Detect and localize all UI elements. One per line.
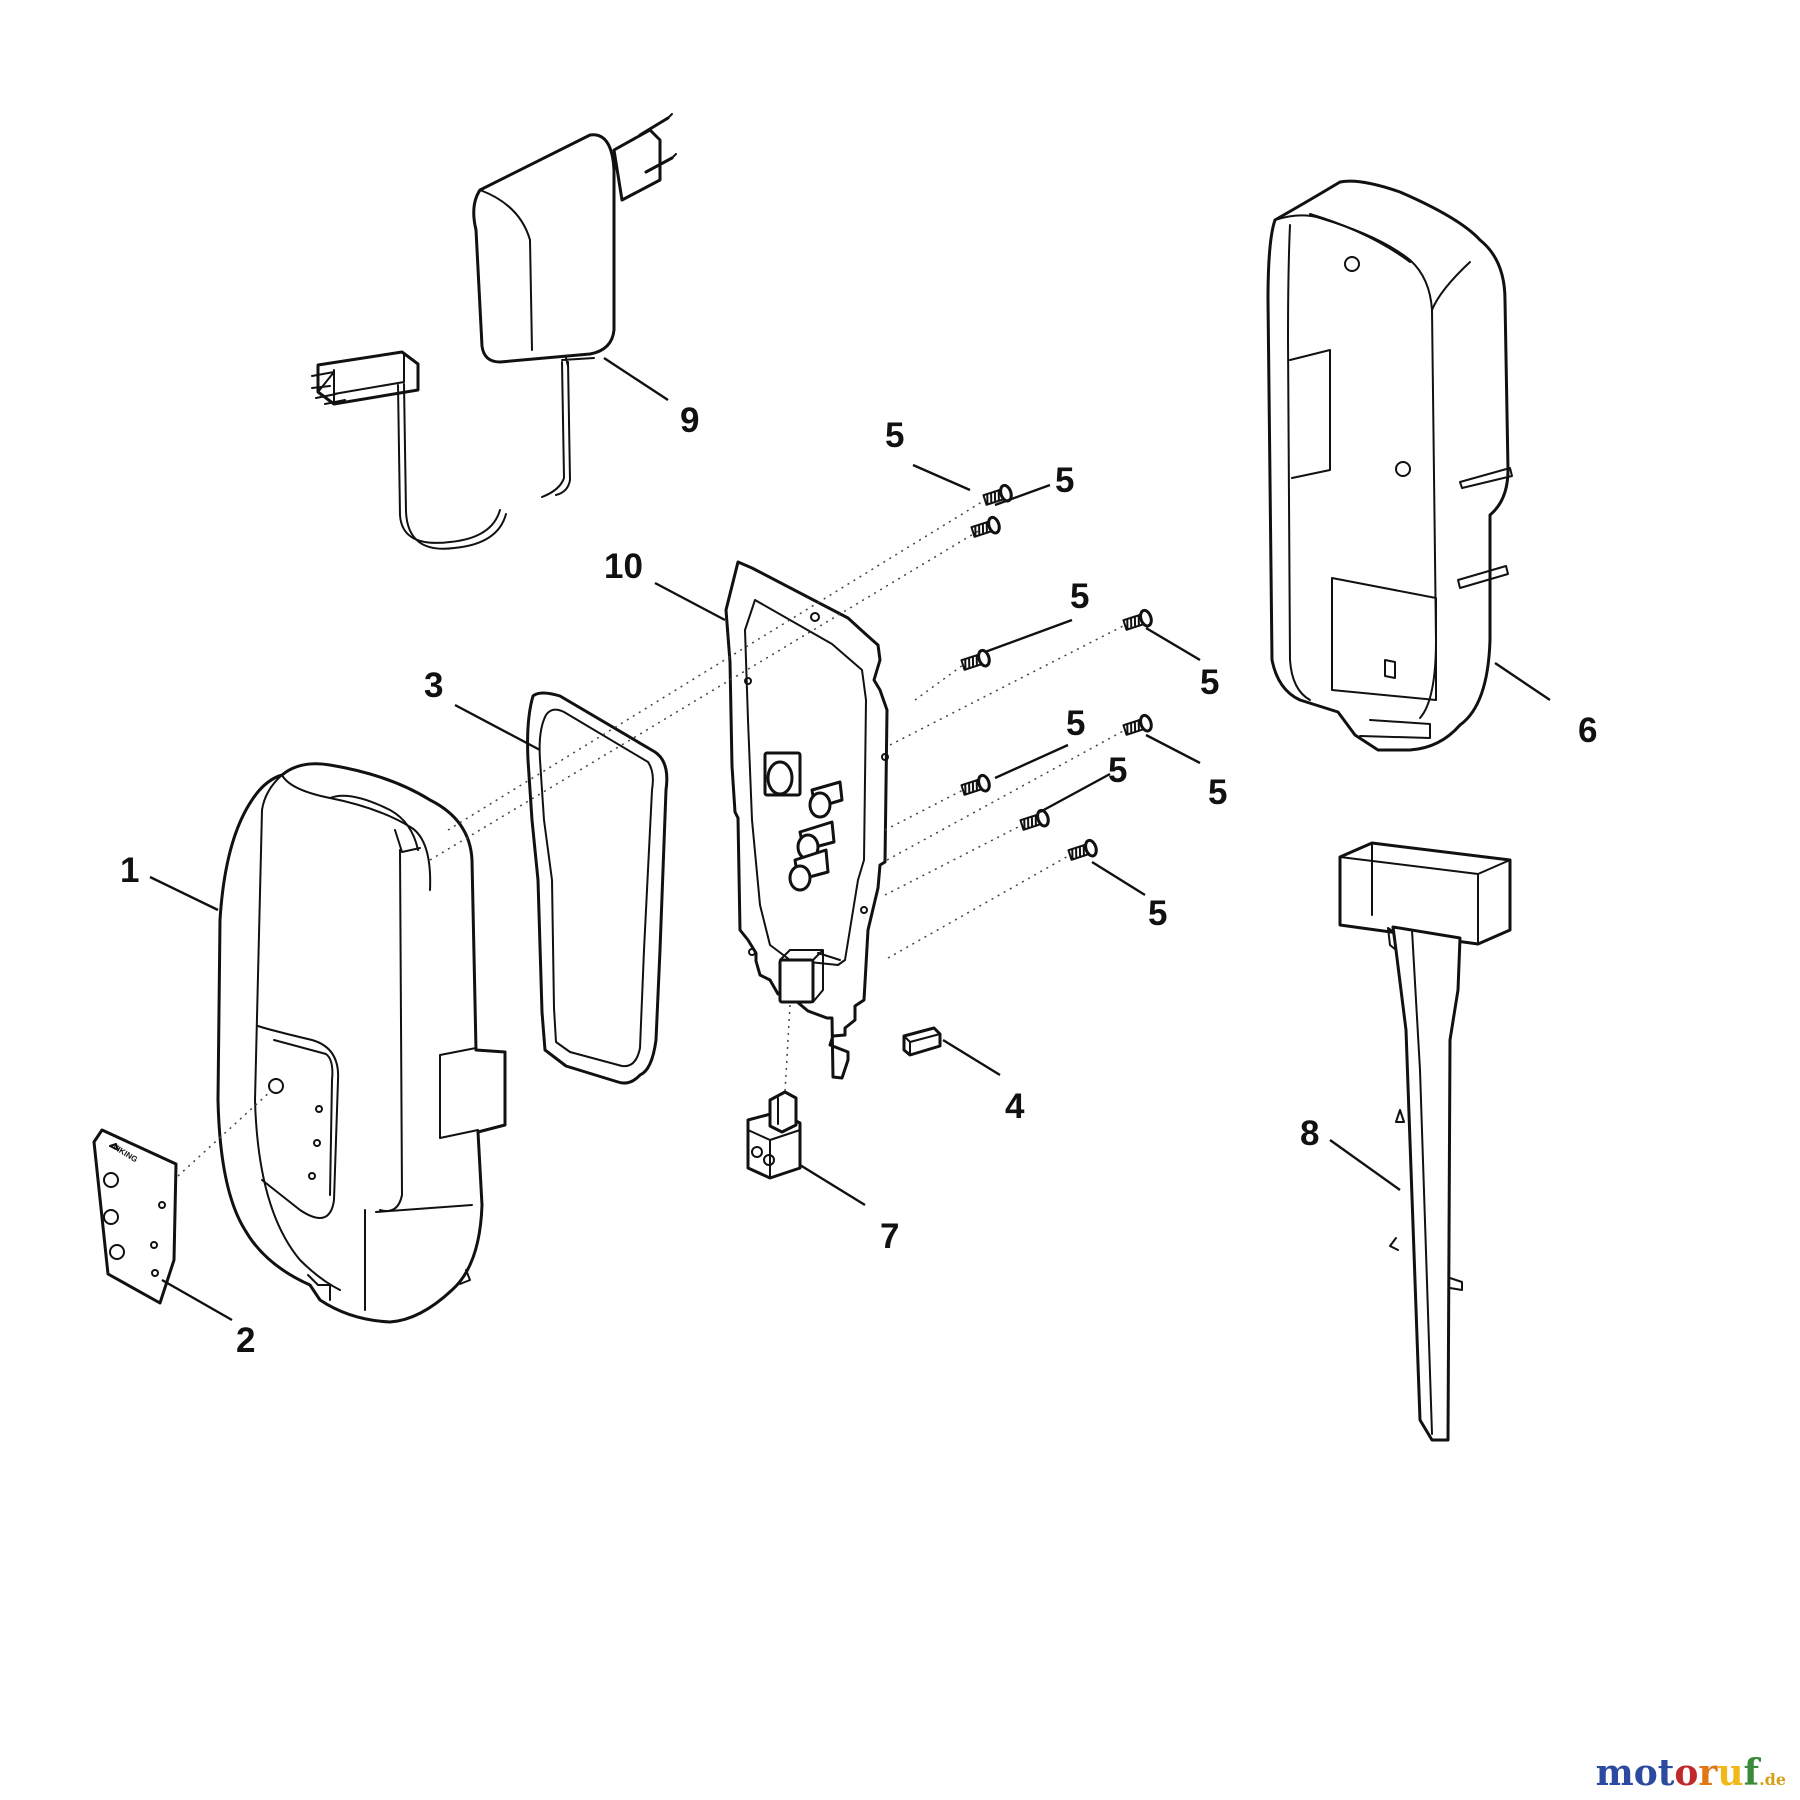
- callout-5-a: 5: [885, 416, 904, 455]
- callout-5-h: 5: [1148, 894, 1167, 933]
- screw-group: [960, 483, 1153, 861]
- callout-10: 10: [604, 547, 643, 586]
- watermark-letter: o: [1674, 1752, 1699, 1794]
- ground-spike: [1338, 841, 1512, 1442]
- callout-labels: 1 2 3 4 5 5 5 5 5 5 5 5 6 7 8 9 10: [120, 401, 1597, 1360]
- callout-4: 4: [1005, 1087, 1025, 1126]
- watermark-letter: o: [1633, 1752, 1658, 1794]
- callout-6: 6: [1578, 711, 1597, 750]
- watermark-letter: t: [1657, 1752, 1675, 1794]
- watermark-letter: m: [1595, 1752, 1634, 1794]
- callout-5-d: 5: [1200, 663, 1219, 702]
- callout-5-e: 5: [1066, 704, 1085, 743]
- callout-8: 8: [1300, 1114, 1319, 1153]
- assembly-lines: [177, 499, 1126, 1177]
- callout-9: 9: [680, 401, 699, 440]
- callout-5-f: 5: [1108, 751, 1127, 790]
- callout-5-c: 5: [1070, 577, 1089, 616]
- callout-1: 1: [120, 851, 139, 890]
- callout-7: 7: [880, 1217, 899, 1256]
- front-housing: [216, 762, 507, 1324]
- back-housing: [1266, 179, 1513, 752]
- gasket: [526, 691, 669, 1085]
- power-adapter: [472, 113, 677, 367]
- callout-5-b: 5: [1055, 461, 1074, 500]
- watermark-logo: motoruf.de: [1596, 1752, 1786, 1794]
- watermark-letter: u: [1717, 1752, 1744, 1794]
- watermark-letter: f: [1743, 1752, 1760, 1794]
- circuit-board: [724, 560, 889, 1080]
- watermark-suffix: .de: [1759, 1770, 1786, 1789]
- callout-2: 2: [236, 1321, 255, 1360]
- watermark-letter: r: [1698, 1752, 1718, 1794]
- leader-lines: [149, 356, 1551, 1322]
- watermark-letters: motoruf: [1596, 1752, 1759, 1794]
- small-cap: [902, 1026, 942, 1057]
- terminal-block: [746, 1090, 802, 1180]
- adapter-cable: [311, 350, 571, 550]
- callout-5-g: 5: [1208, 773, 1227, 812]
- callout-3: 3: [424, 666, 443, 705]
- keypad-decal: VIKING: [92, 1128, 178, 1305]
